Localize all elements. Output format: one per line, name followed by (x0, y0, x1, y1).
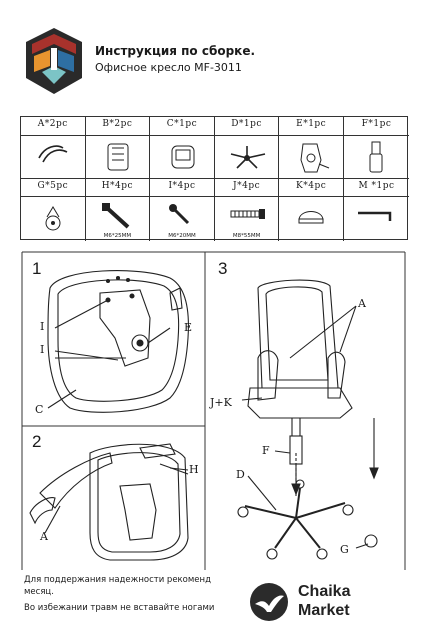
part-label-cell: M *1pc (344, 179, 409, 197)
footer-note-line2: месяц. (24, 587, 54, 597)
part-label: C*1pc (166, 119, 198, 129)
part-label: D*1pc (231, 119, 262, 129)
part-size-label: M6*20MM (168, 233, 196, 239)
part-icon-cell (85, 136, 151, 179)
part-icon-cell (344, 136, 409, 179)
part-icon-cell: M8*55MM (215, 197, 280, 241)
part-label: G*5pc (37, 181, 69, 191)
footer-note-line3: Во избежании травм не вставайте ногами (24, 603, 215, 613)
part-icon-cell (279, 197, 344, 241)
star-base-icon (227, 140, 267, 178)
part-icon-cell (279, 136, 344, 179)
part-label-cell: G*5pc (21, 179, 86, 197)
page-subtitle: Офисное кресло MF-3011 (95, 61, 242, 74)
part-label: M *1pc (358, 181, 395, 191)
mechanism-icon (291, 140, 331, 178)
callout-F: F (262, 444, 270, 457)
callout-D: D (236, 468, 245, 481)
part-label-cell: A*2pc (21, 117, 86, 136)
part-label-cell: F*1pc (344, 117, 409, 136)
step-3-number: 3 (218, 259, 228, 278)
callout-A-step2: A (40, 530, 48, 543)
armrest-pad-icon (98, 140, 138, 178)
part-label-cell: C*1pc (150, 117, 215, 136)
part-label: E*1pc (296, 119, 327, 129)
callout-I-lower: I (40, 343, 45, 356)
part-icon-cell (21, 136, 86, 179)
hex-key-icon (356, 201, 396, 239)
part-label: B*2pc (102, 119, 133, 129)
assembly-diagram (21, 251, 406, 570)
part-label-cell: J*4pc (214, 179, 280, 197)
step-2-number: 2 (32, 432, 42, 451)
page-title: Инструкция по сборке. (95, 44, 256, 58)
armrest-icon (33, 140, 73, 178)
part-label: J*4pc (233, 181, 261, 191)
part-label-cell: I*4pc (150, 179, 215, 197)
brand-logo (24, 26, 84, 96)
part-size-label: M8*55MM (232, 233, 261, 239)
step-1-number: 1 (32, 259, 42, 278)
part-label-cell: H*4pc (85, 179, 151, 197)
part-size-label: M6*25MM (103, 233, 132, 239)
watermark-line2: Market (298, 602, 350, 619)
part-icon-cell: M6*20MM (150, 197, 215, 241)
watermark-line1: Chaika (298, 583, 351, 600)
chaika-market-logo (249, 582, 289, 622)
part-label: K*4pc (296, 181, 327, 191)
gas-lift-icon (356, 140, 396, 178)
callout-E: E (184, 321, 193, 334)
step2-illustration (29, 443, 189, 561)
part-icon-cell (214, 136, 280, 179)
part-label: A*2pc (37, 119, 68, 129)
bolt-thread-icon (227, 201, 267, 239)
step3-illustration (237, 279, 379, 560)
bolt-long-icon (98, 201, 138, 239)
caster-icon (33, 201, 73, 239)
part-label: F*1pc (361, 119, 392, 129)
part-icon-cell (344, 197, 409, 241)
callout-G: G (340, 543, 349, 556)
part-label-cell: B*2pc (85, 117, 151, 136)
part-label-cell: E*1pc (279, 117, 344, 136)
part-label-cell: K*4pc (279, 179, 344, 197)
seat-icon (162, 140, 202, 178)
part-icon-cell (21, 197, 86, 241)
step1-illustration (47, 270, 189, 413)
cap-icon (291, 201, 331, 239)
part-icon-cell: M6*25MM (86, 197, 151, 241)
callout-A-step3: A (358, 297, 366, 310)
bolt-short-icon (162, 201, 202, 239)
footer-note-line1: Для поддержания надежности рекоменд (24, 575, 211, 585)
callout-C: C (35, 403, 44, 416)
callout-J-K: J+K (210, 396, 232, 409)
part-label: I*4pc (168, 181, 196, 191)
part-icon-cell (150, 136, 215, 179)
part-label-cell: D*1pc (214, 117, 280, 136)
callout-H: H (189, 463, 199, 476)
part-label: H*4pc (101, 181, 134, 191)
callout-I-upper: I (40, 320, 45, 333)
